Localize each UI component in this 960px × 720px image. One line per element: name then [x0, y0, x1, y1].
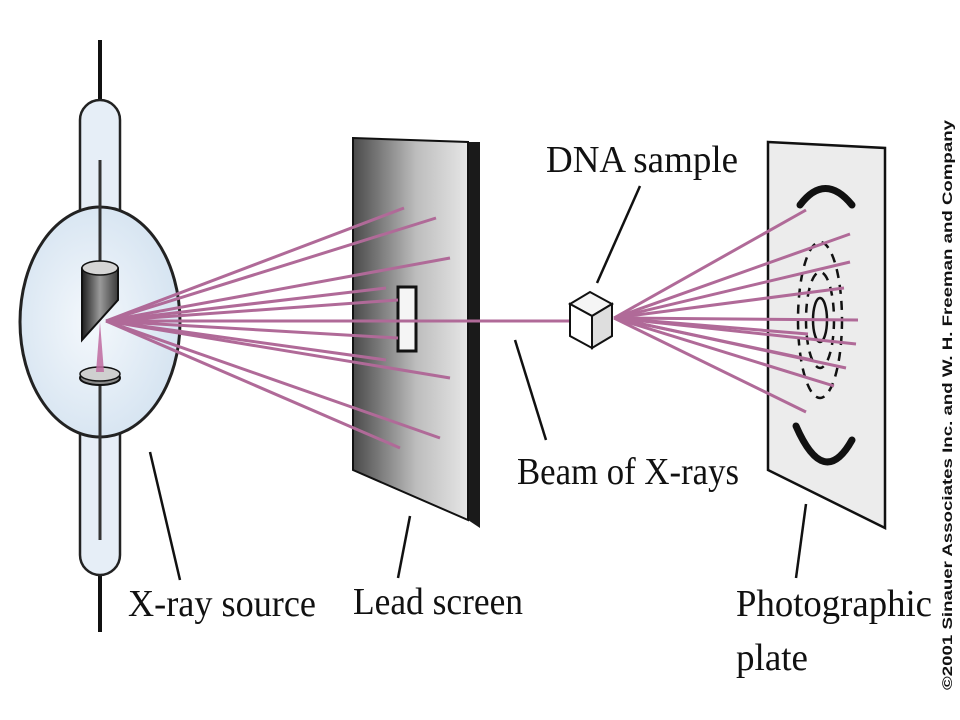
- label-plate-line1: Photographic: [736, 583, 932, 625]
- diffracted-ray-2: [613, 232, 851, 320]
- source-ray-4: [105, 286, 387, 323]
- source-ray-2: [105, 216, 437, 323]
- leader-dna-sample: [595, 185, 642, 284]
- leader-lead-screen: [396, 515, 412, 579]
- label-beam: Beam of X-rays: [517, 451, 739, 493]
- diffracted-rays: [613, 208, 859, 414]
- source-ray-10: [105, 319, 401, 450]
- source-ray-5: [105, 298, 399, 323]
- diffraction-arc-bottom: [792, 422, 856, 466]
- diffracted-ray-7: [613, 316, 857, 346]
- source-ray-3: [105, 256, 451, 323]
- leader-xray-source: [148, 451, 182, 581]
- copyright-notice: ©2001 Sinauer Associates Inc. and W. H. …: [940, 119, 955, 690]
- label-dna-sample: DNA sample: [546, 139, 738, 181]
- diffracted-ray-3: [613, 260, 851, 320]
- electron-beam: [96, 322, 104, 372]
- leader-beam: [513, 339, 548, 441]
- diffracted-ray-10: [613, 316, 807, 414]
- lead-screen: [352, 136, 480, 528]
- xray-tube: [18, 40, 182, 632]
- dna-sample-cube: [567, 290, 615, 350]
- label-xray-source: X-ray source: [128, 583, 316, 625]
- diffracted-ray-11: [613, 316, 813, 362]
- source-rays: [105, 206, 480, 450]
- source-ray-9: [105, 319, 441, 440]
- source-ray-1: [105, 206, 405, 323]
- label-plate-line2: plate: [736, 637, 808, 679]
- lead-screen-slit: [396, 285, 418, 353]
- tube-anode-top: [81, 260, 119, 276]
- source-ray-7: [105, 319, 399, 340]
- label-lead-screen: Lead screen: [353, 581, 523, 623]
- diffracted-ray-9: [613, 316, 835, 388]
- leader-plate: [794, 503, 808, 579]
- diffracted-ray-5: [613, 316, 859, 322]
- diffracted-ray-4: [613, 286, 845, 320]
- source-ray-11: [105, 319, 387, 362]
- diffraction-arc-top: [796, 185, 856, 209]
- diffracted-ray-1: [613, 208, 807, 320]
- lead-screen-edge: [468, 142, 480, 528]
